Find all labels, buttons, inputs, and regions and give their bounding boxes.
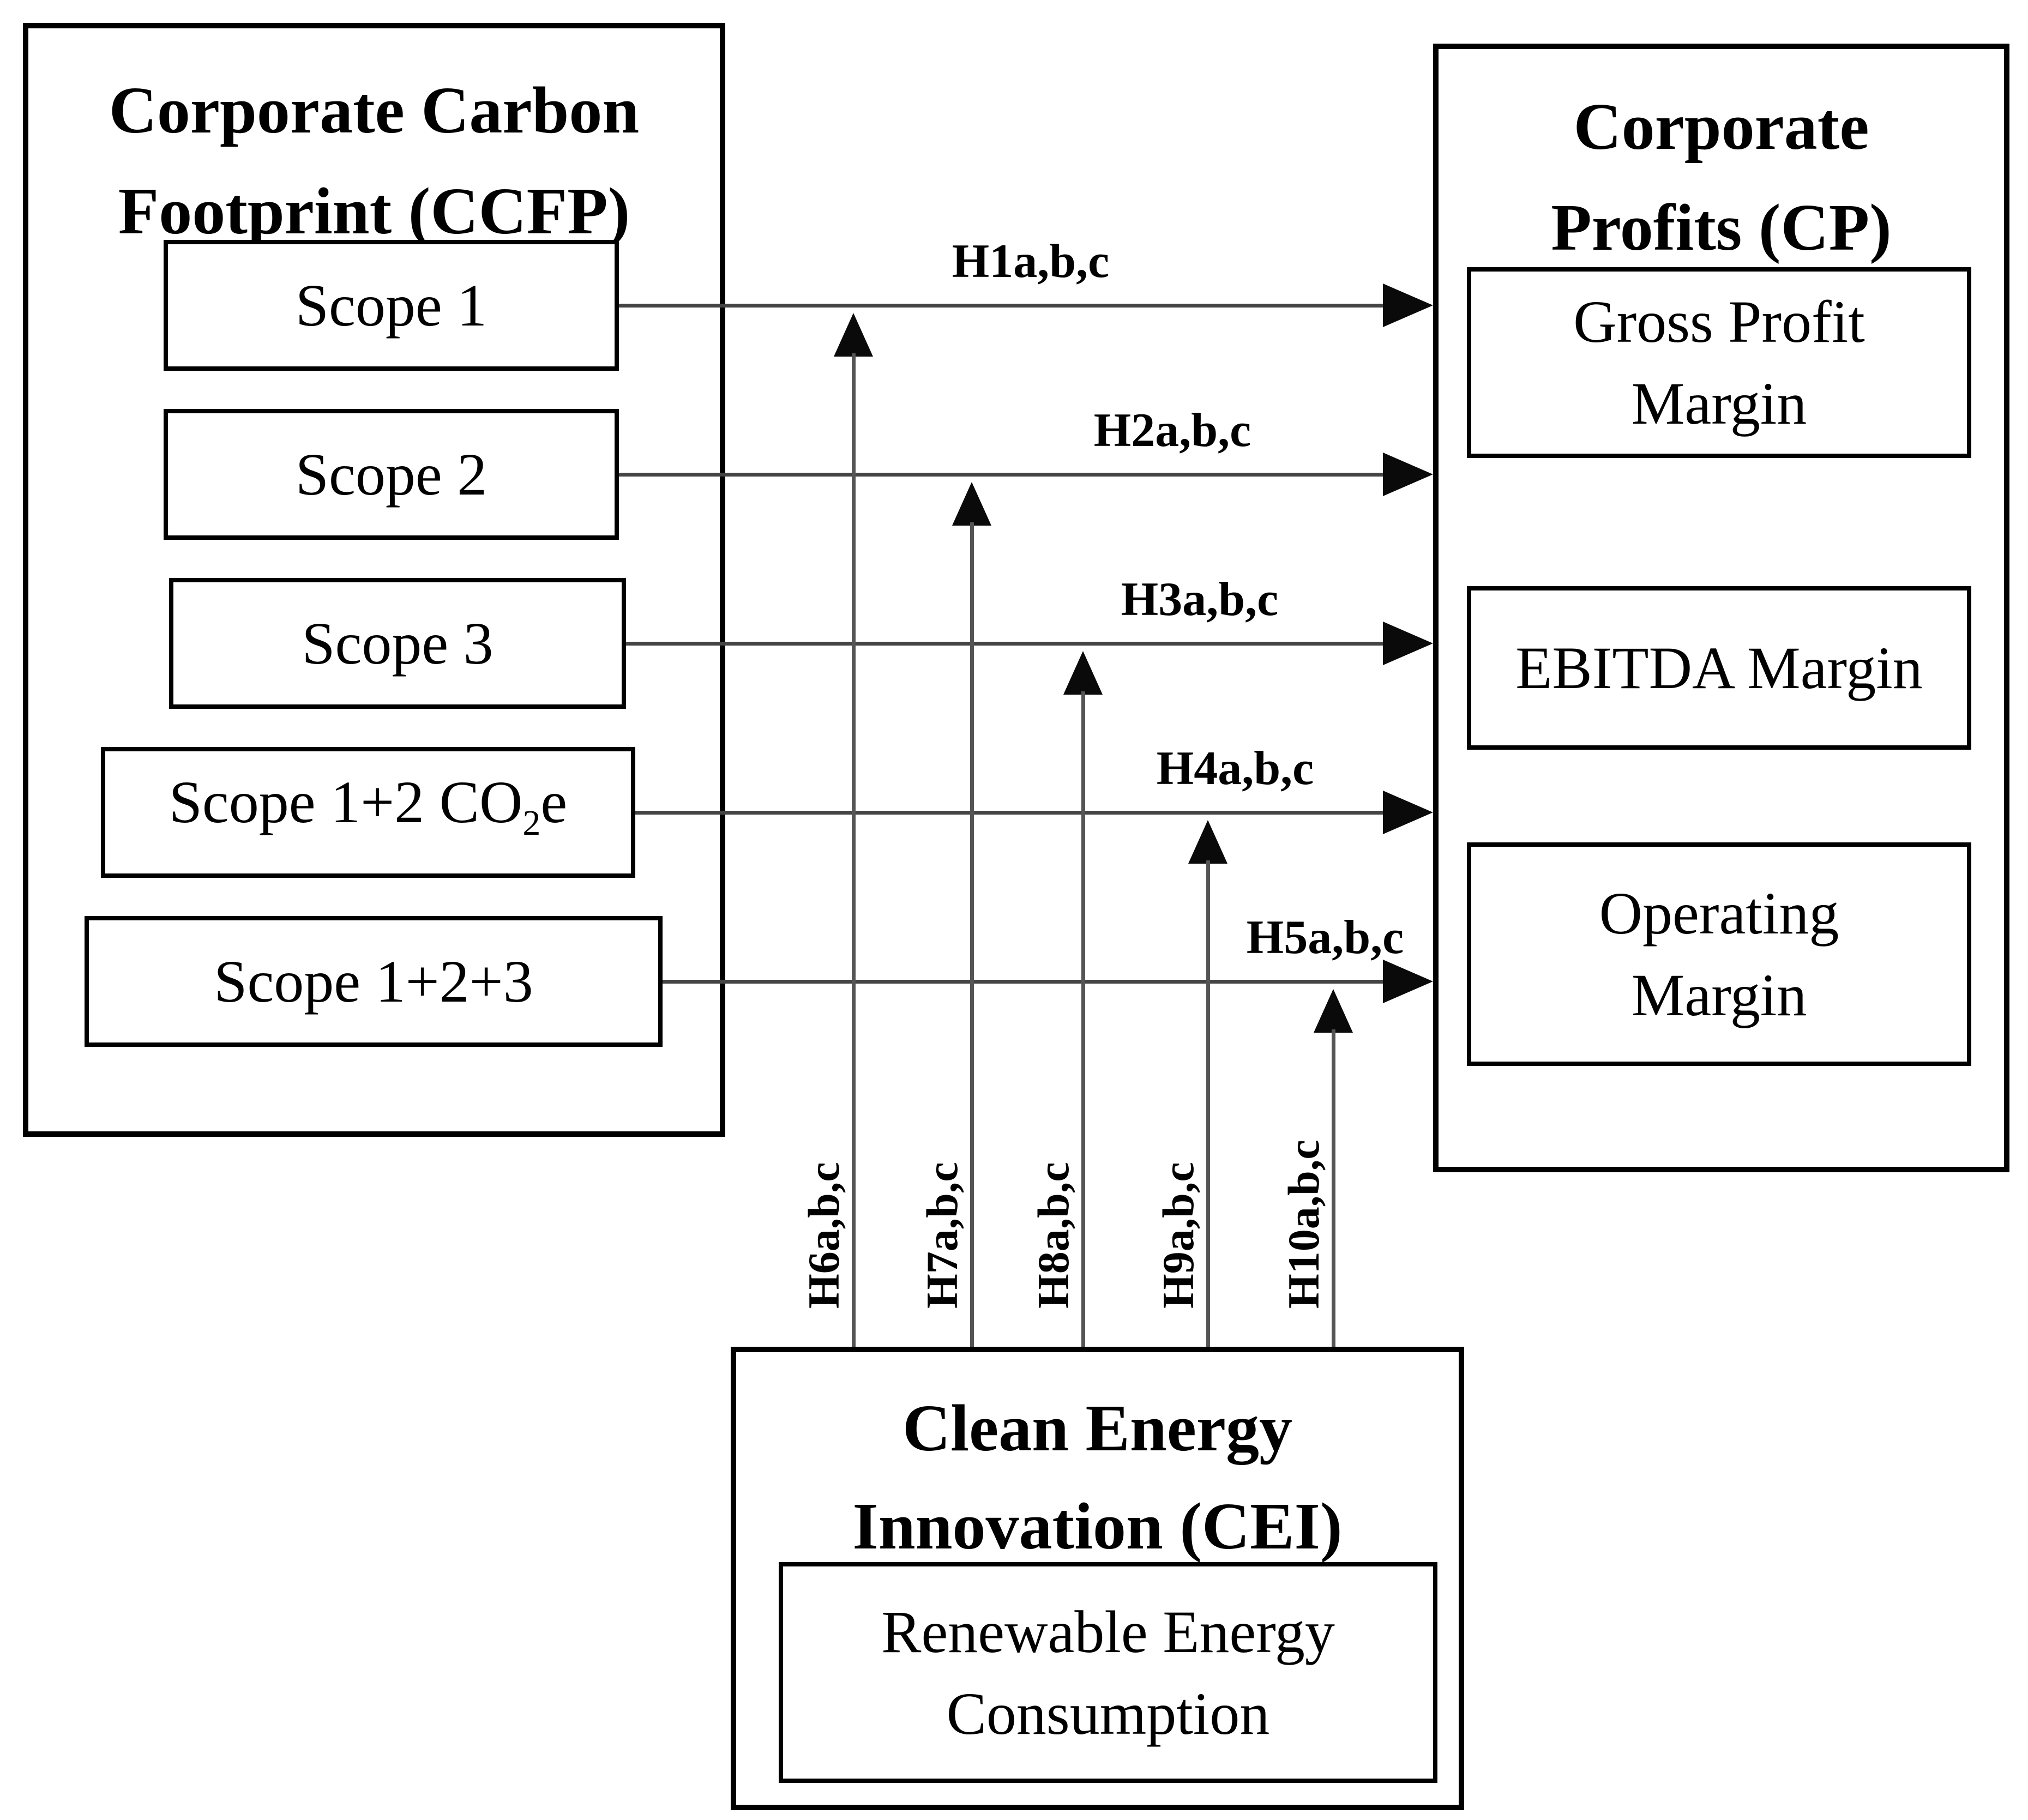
scope1-box: Scope 1 bbox=[164, 240, 619, 371]
gross-profit-margin-line2: Margin bbox=[1631, 370, 1807, 437]
h7-label: H7a,b,c bbox=[917, 1162, 967, 1309]
gross-profit-margin-box: Gross Profit Margin bbox=[1467, 267, 1971, 458]
scope4-label-prefix: Scope 1+2 CO bbox=[169, 768, 523, 835]
scope4-label: Scope 1+2 CO2e bbox=[169, 761, 568, 864]
cp-title: Corporate Profits (CP) bbox=[1433, 76, 2009, 278]
cp-title-line2: Profits (CP) bbox=[1551, 191, 1892, 264]
h4-arrow-line bbox=[635, 811, 1383, 815]
cei-title: Clean Energy Innovation (CEI) bbox=[731, 1379, 1464, 1576]
ccfp-title-line2: Footprint (CCFP) bbox=[118, 174, 630, 248]
h3-arrowhead-icon bbox=[1383, 622, 1433, 665]
h8-label: H8a,b,c bbox=[1028, 1162, 1078, 1309]
ccfp-container-box bbox=[23, 23, 725, 1137]
h6-arrowhead-icon bbox=[834, 313, 873, 357]
scope5-label: Scope 1+2+3 bbox=[214, 948, 533, 1015]
cei-title-line2: Innovation (CEI) bbox=[852, 1490, 1343, 1563]
h9-label: H9a,b,c bbox=[1153, 1162, 1203, 1309]
renewable-energy-line2: Consumption bbox=[946, 1680, 1270, 1747]
h1-label: H1a,b,c bbox=[952, 235, 1110, 288]
h2-arrow-line bbox=[619, 473, 1383, 477]
operating-margin-box: Operating Margin bbox=[1467, 842, 1971, 1066]
cei-title-line1: Clean Energy bbox=[902, 1391, 1293, 1465]
ebitda-margin-label: EBITDA Margin bbox=[1515, 635, 1923, 701]
scope2-label: Scope 2 bbox=[295, 441, 488, 508]
operating-margin-line2: Margin bbox=[1631, 962, 1807, 1028]
scope4-box: Scope 1+2 CO2e bbox=[101, 747, 635, 878]
h9-arrowhead-icon bbox=[1188, 820, 1227, 864]
h8-arrowhead-icon bbox=[1063, 651, 1103, 695]
scope5-box: Scope 1+2+3 bbox=[85, 916, 663, 1047]
h4-label: H4a,b,c bbox=[1156, 742, 1314, 795]
operating-margin-line1: Operating bbox=[1599, 880, 1839, 947]
ccfp-title: Corporate Carbon Footprint (CCFP) bbox=[23, 60, 725, 262]
h10-label: H10a,b,c bbox=[1279, 1140, 1328, 1309]
renewable-energy-line1: Renewable Energy bbox=[881, 1598, 1335, 1665]
h6-arrow-line bbox=[852, 353, 856, 1347]
scope2-box: Scope 2 bbox=[164, 409, 619, 540]
h1-arrowhead-icon bbox=[1383, 284, 1433, 327]
h2-arrowhead-icon bbox=[1383, 453, 1433, 496]
ebitda-margin-box: EBITDA Margin bbox=[1467, 586, 1971, 750]
cp-container-box bbox=[1433, 44, 2009, 1172]
h1-arrow-line bbox=[619, 304, 1383, 308]
h7-arrowhead-icon bbox=[952, 482, 991, 526]
h2-label: H2a,b,c bbox=[1093, 404, 1251, 457]
h5-arrowhead-icon bbox=[1383, 960, 1433, 1003]
h10-arrow-line bbox=[1332, 1029, 1335, 1347]
h5-label: H5a,b,c bbox=[1246, 911, 1404, 964]
scope1-label: Scope 1 bbox=[295, 272, 488, 339]
h10-arrowhead-icon bbox=[1314, 989, 1353, 1033]
h9-arrow-line bbox=[1206, 860, 1210, 1347]
h7-arrow-line bbox=[970, 522, 974, 1347]
renewable-energy-consumption-box: Renewable Energy Consumption bbox=[779, 1562, 1437, 1783]
h6-label: H6a,b,c bbox=[799, 1162, 848, 1309]
h3-arrow-line bbox=[626, 642, 1383, 646]
h8-arrow-line bbox=[1081, 691, 1085, 1347]
scope4-label-subscript: 2 bbox=[522, 803, 541, 843]
scope3-box: Scope 3 bbox=[169, 578, 626, 709]
cp-title-line1: Corporate bbox=[1573, 90, 1869, 164]
gross-profit-margin-line1: Gross Profit bbox=[1573, 288, 1865, 355]
ccfp-title-line1: Corporate Carbon bbox=[109, 74, 640, 147]
h5-arrow-line bbox=[663, 980, 1383, 984]
h4-arrowhead-icon bbox=[1383, 791, 1433, 834]
scope4-label-suffix: e bbox=[540, 768, 568, 835]
scope3-label: Scope 3 bbox=[302, 610, 494, 677]
cei-container-box bbox=[731, 1347, 1464, 1810]
h3-label: H3a,b,c bbox=[1121, 573, 1279, 626]
